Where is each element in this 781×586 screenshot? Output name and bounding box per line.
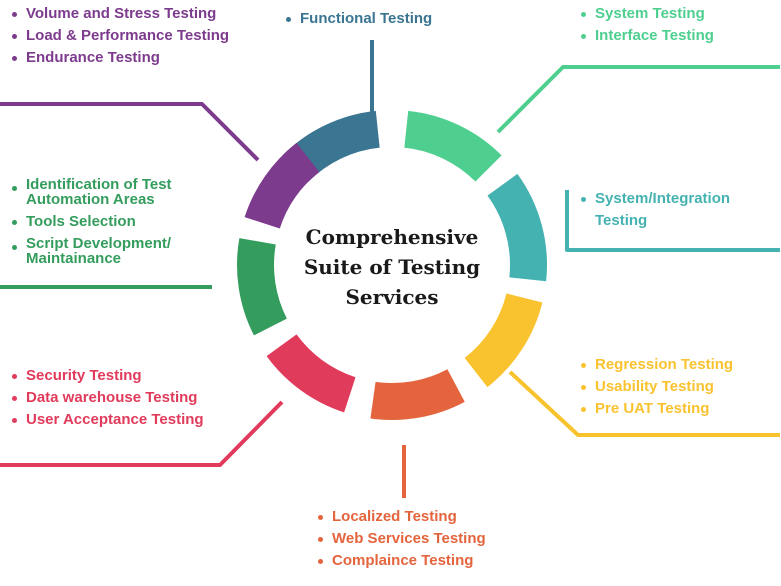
volume-connector-line xyxy=(0,102,260,162)
list-item: Complaince Testing xyxy=(318,550,486,572)
list-item: Regression Testing xyxy=(581,354,733,376)
list-item: Volume and Stress Testing xyxy=(12,3,229,25)
test-automation-list: Identification of Test Automation Areas … xyxy=(12,174,192,270)
system-connector-line xyxy=(496,65,780,134)
localized-testing-list: Localized Testing Web Services Testing C… xyxy=(318,506,486,572)
center-title: Comprehensive Suite of Testing Services xyxy=(282,222,502,312)
list-item: Security Testing xyxy=(12,365,204,387)
system-testing-list: System Testing Interface Testing xyxy=(581,3,714,47)
security-connector-line xyxy=(0,400,284,467)
list-item: Identification of Test Automation Areas xyxy=(12,177,192,207)
list-item: User Acceptance Testing xyxy=(12,409,204,431)
integration-segment xyxy=(487,173,547,282)
list-item: Load & Performance Testing xyxy=(12,25,229,47)
list-item: Data warehouse Testing xyxy=(12,387,204,409)
regression-connector-line xyxy=(508,370,780,437)
volume-segment xyxy=(244,142,320,229)
center-title-line-2: Suite of Testing xyxy=(303,255,481,279)
list-item: Interface Testing xyxy=(581,25,714,47)
integration-testing-list: System/Integration Testing xyxy=(581,188,741,232)
center-title-line-3: Services xyxy=(345,285,439,309)
regression-testing-list: Regression Testing Usability Testing Pre… xyxy=(581,354,733,420)
system-segment xyxy=(404,110,502,182)
localized-segment xyxy=(370,369,465,420)
center-title-line-1: Comprehensive xyxy=(305,225,479,249)
list-item: Usability Testing xyxy=(581,376,733,398)
volume-testing-list: Volume and Stress Testing Load & Perform… xyxy=(12,3,229,69)
list-item: Web Services Testing xyxy=(318,528,486,550)
automation-segment xyxy=(236,238,287,336)
integration-connector-line xyxy=(565,190,780,252)
list-item: Endurance Testing xyxy=(12,47,229,69)
functional-testing-list: Functional Testing xyxy=(286,8,432,30)
list-item: Tools Selection xyxy=(12,211,192,233)
list-item: Localized Testing xyxy=(318,506,486,528)
regression-segment xyxy=(464,293,543,388)
list-item: Pre UAT Testing xyxy=(581,398,733,420)
list-item: Script Development/ Maintainance xyxy=(12,236,192,266)
list-item: System Testing xyxy=(581,3,714,25)
security-testing-list: Security Testing Data warehouse Testing … xyxy=(12,365,204,431)
security-segment xyxy=(266,334,356,413)
list-item: Functional Testing xyxy=(286,8,432,30)
list-item: System/Integration Testing xyxy=(581,188,741,232)
